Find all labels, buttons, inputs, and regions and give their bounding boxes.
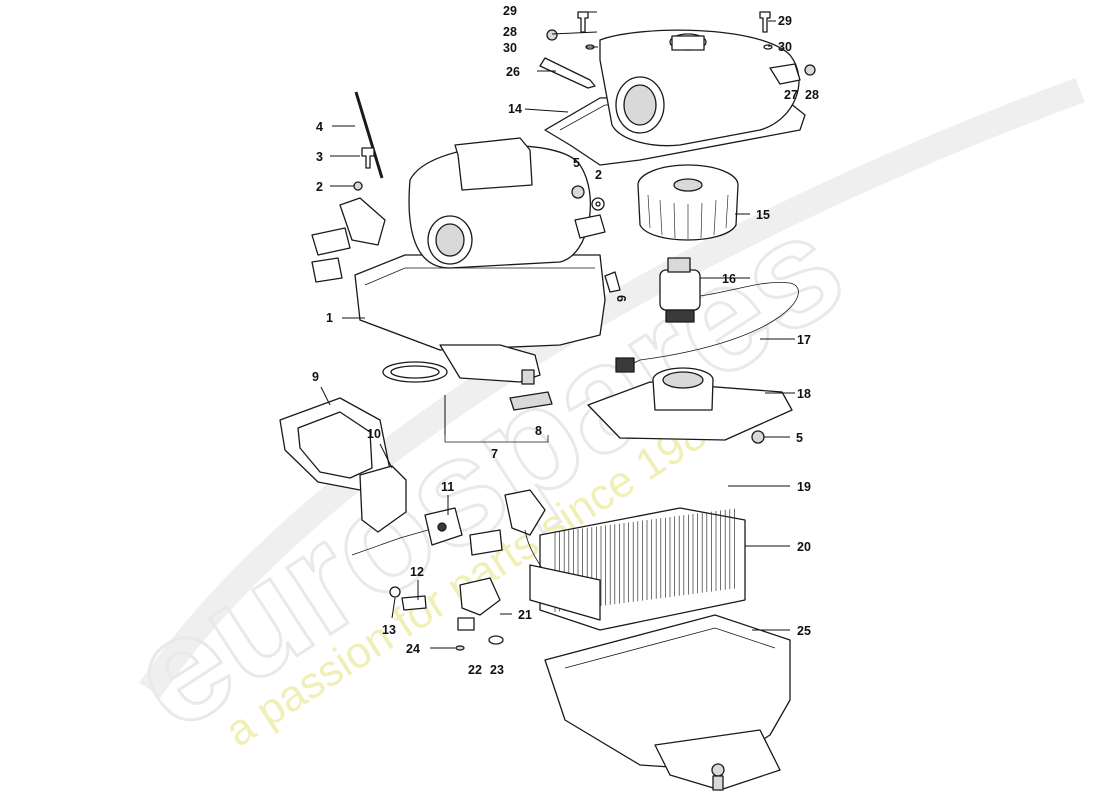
- leader-lines: [320, 11, 795, 649]
- callout-8: 8: [535, 424, 542, 438]
- callout-23: 23: [490, 663, 504, 677]
- callout-30a: 30: [503, 41, 517, 55]
- callout-29b: 29: [778, 14, 792, 28]
- callout-14: 14: [508, 102, 522, 116]
- callout-28b: 28: [805, 88, 819, 102]
- main-housing: [311, 137, 606, 385]
- callout-6: 6: [614, 295, 628, 302]
- callout-15: 15: [756, 208, 770, 222]
- mount-plate: [587, 367, 793, 444]
- callout-26: 26: [506, 65, 520, 79]
- callout-30b: 30: [778, 40, 792, 54]
- callout-21: 21: [518, 608, 532, 622]
- callout-17: 17: [797, 333, 811, 347]
- evaporator-core: [469, 489, 746, 631]
- rod-and-bolt: [353, 91, 384, 191]
- callout-12: 12: [410, 565, 424, 579]
- callout-29a: 29: [503, 4, 517, 18]
- callout-19: 19: [797, 480, 811, 494]
- callout-24: 24: [406, 642, 420, 656]
- callout-10: 10: [367, 427, 381, 441]
- fan-wheel: [637, 164, 739, 241]
- callout-2a: 2: [316, 180, 323, 194]
- callout-11: 11: [441, 480, 454, 494]
- callout-9: 9: [312, 370, 319, 384]
- callout-25: 25: [797, 624, 811, 638]
- callout-16: 16: [722, 272, 736, 286]
- callout-13: 13: [382, 623, 396, 637]
- blower-housing-upper: [544, 29, 806, 166]
- callouts: 29 28 30 26 14 29 30 27 28 4 3 2 5 2 15 …: [312, 4, 819, 677]
- callout-2b: 2: [595, 168, 602, 182]
- small-parts-right: [571, 185, 621, 293]
- callout-4: 4: [316, 120, 323, 134]
- callout-5b: 5: [796, 431, 803, 445]
- callout-5a: 5: [573, 156, 580, 170]
- fan-motor: [615, 257, 799, 373]
- callout-7: 7: [491, 447, 498, 461]
- callout-22: 22: [468, 663, 482, 677]
- callout-28a: 28: [503, 25, 517, 39]
- callout-1: 1: [326, 311, 333, 325]
- callout-27: 27: [784, 88, 798, 102]
- duct-and-bracket: [279, 397, 463, 546]
- callout-20: 20: [797, 540, 811, 554]
- gasket-and-pad: [382, 361, 553, 443]
- expansion-valve: [351, 529, 504, 651]
- hardware-top: [539, 11, 816, 89]
- lower-housing: [544, 614, 791, 791]
- callout-18: 18: [797, 387, 811, 401]
- callout-3: 3: [316, 150, 323, 164]
